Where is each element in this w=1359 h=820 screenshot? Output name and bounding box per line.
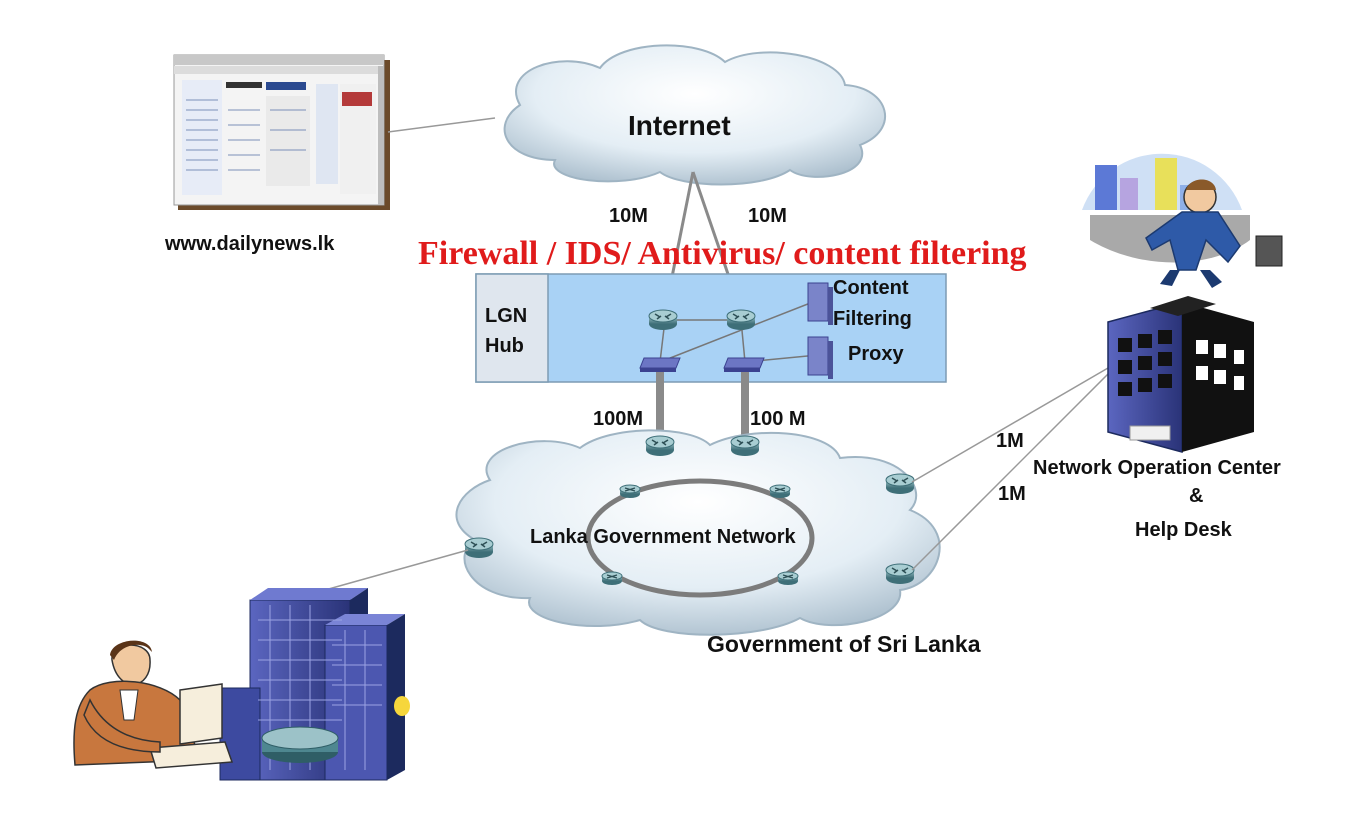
website-link [387, 117, 496, 133]
noc-label-line2: & [1189, 485, 1203, 507]
internet-label: Internet [628, 110, 731, 141]
hub-switch-left [639, 357, 681, 372]
hub-switch-right [723, 357, 765, 372]
hub-router-right [726, 309, 756, 331]
hub-router-left [648, 309, 678, 331]
lgn-edge-router-left [645, 435, 675, 457]
proxy-label: Proxy [848, 343, 904, 365]
noc-router-bottom [885, 563, 915, 585]
proxy-link-1 [659, 299, 819, 363]
ring-router-3 [601, 571, 623, 586]
ring-router-4 [777, 571, 799, 586]
noc-label-line3: Help Desk [1135, 519, 1233, 541]
content-filtering-label-line2: Filtering [833, 308, 912, 330]
internet-cloud [503, 44, 887, 186]
link-1m-bottom: 1M [998, 483, 1026, 505]
noc-link-top [911, 367, 1109, 483]
lgn-hub [475, 273, 947, 383]
gov-label: Government of Sri Lanka [707, 631, 981, 657]
ring-router-1 [619, 484, 641, 499]
lgn-cloud-label: Lanka Government Network [530, 526, 797, 548]
lgn-cloud [455, 429, 941, 636]
businessman-clipart [1082, 153, 1283, 288]
link-100m-left: 100M [593, 408, 643, 430]
office-building-icon [219, 588, 410, 781]
link-1m-top: 1M [996, 430, 1024, 452]
noc-building-icon [1107, 296, 1254, 453]
link-10m-left: 10M [609, 205, 648, 227]
website-label: www.dailynews.lk [164, 233, 335, 255]
lgn-ring [585, 478, 815, 598]
lgn-hub-label-line1: LGN [485, 305, 527, 327]
office-router [464, 537, 494, 559]
trunk-right [741, 372, 749, 442]
noc-link-bottom [911, 371, 1111, 571]
content-filtering-label-line1: Content [833, 277, 909, 299]
proxy-server [807, 336, 833, 379]
user-at-computer-clipart [73, 640, 234, 769]
lgn-hub-label-line2: Hub [485, 335, 524, 357]
website-screenshot [173, 54, 390, 210]
noc-label-line1: Network Operation Center [1033, 457, 1281, 479]
content-filter-server [807, 282, 833, 325]
trunk-left [656, 372, 664, 442]
link-10m-right: 10M [748, 205, 787, 227]
ring-router-2 [769, 484, 791, 499]
noc-router-top [885, 473, 915, 495]
lgn-edge-router-right [730, 435, 760, 457]
security-banner: Firewall / IDS/ Antivirus/ content filte… [418, 235, 1027, 272]
link-100m-right: 100 M [750, 408, 806, 430]
